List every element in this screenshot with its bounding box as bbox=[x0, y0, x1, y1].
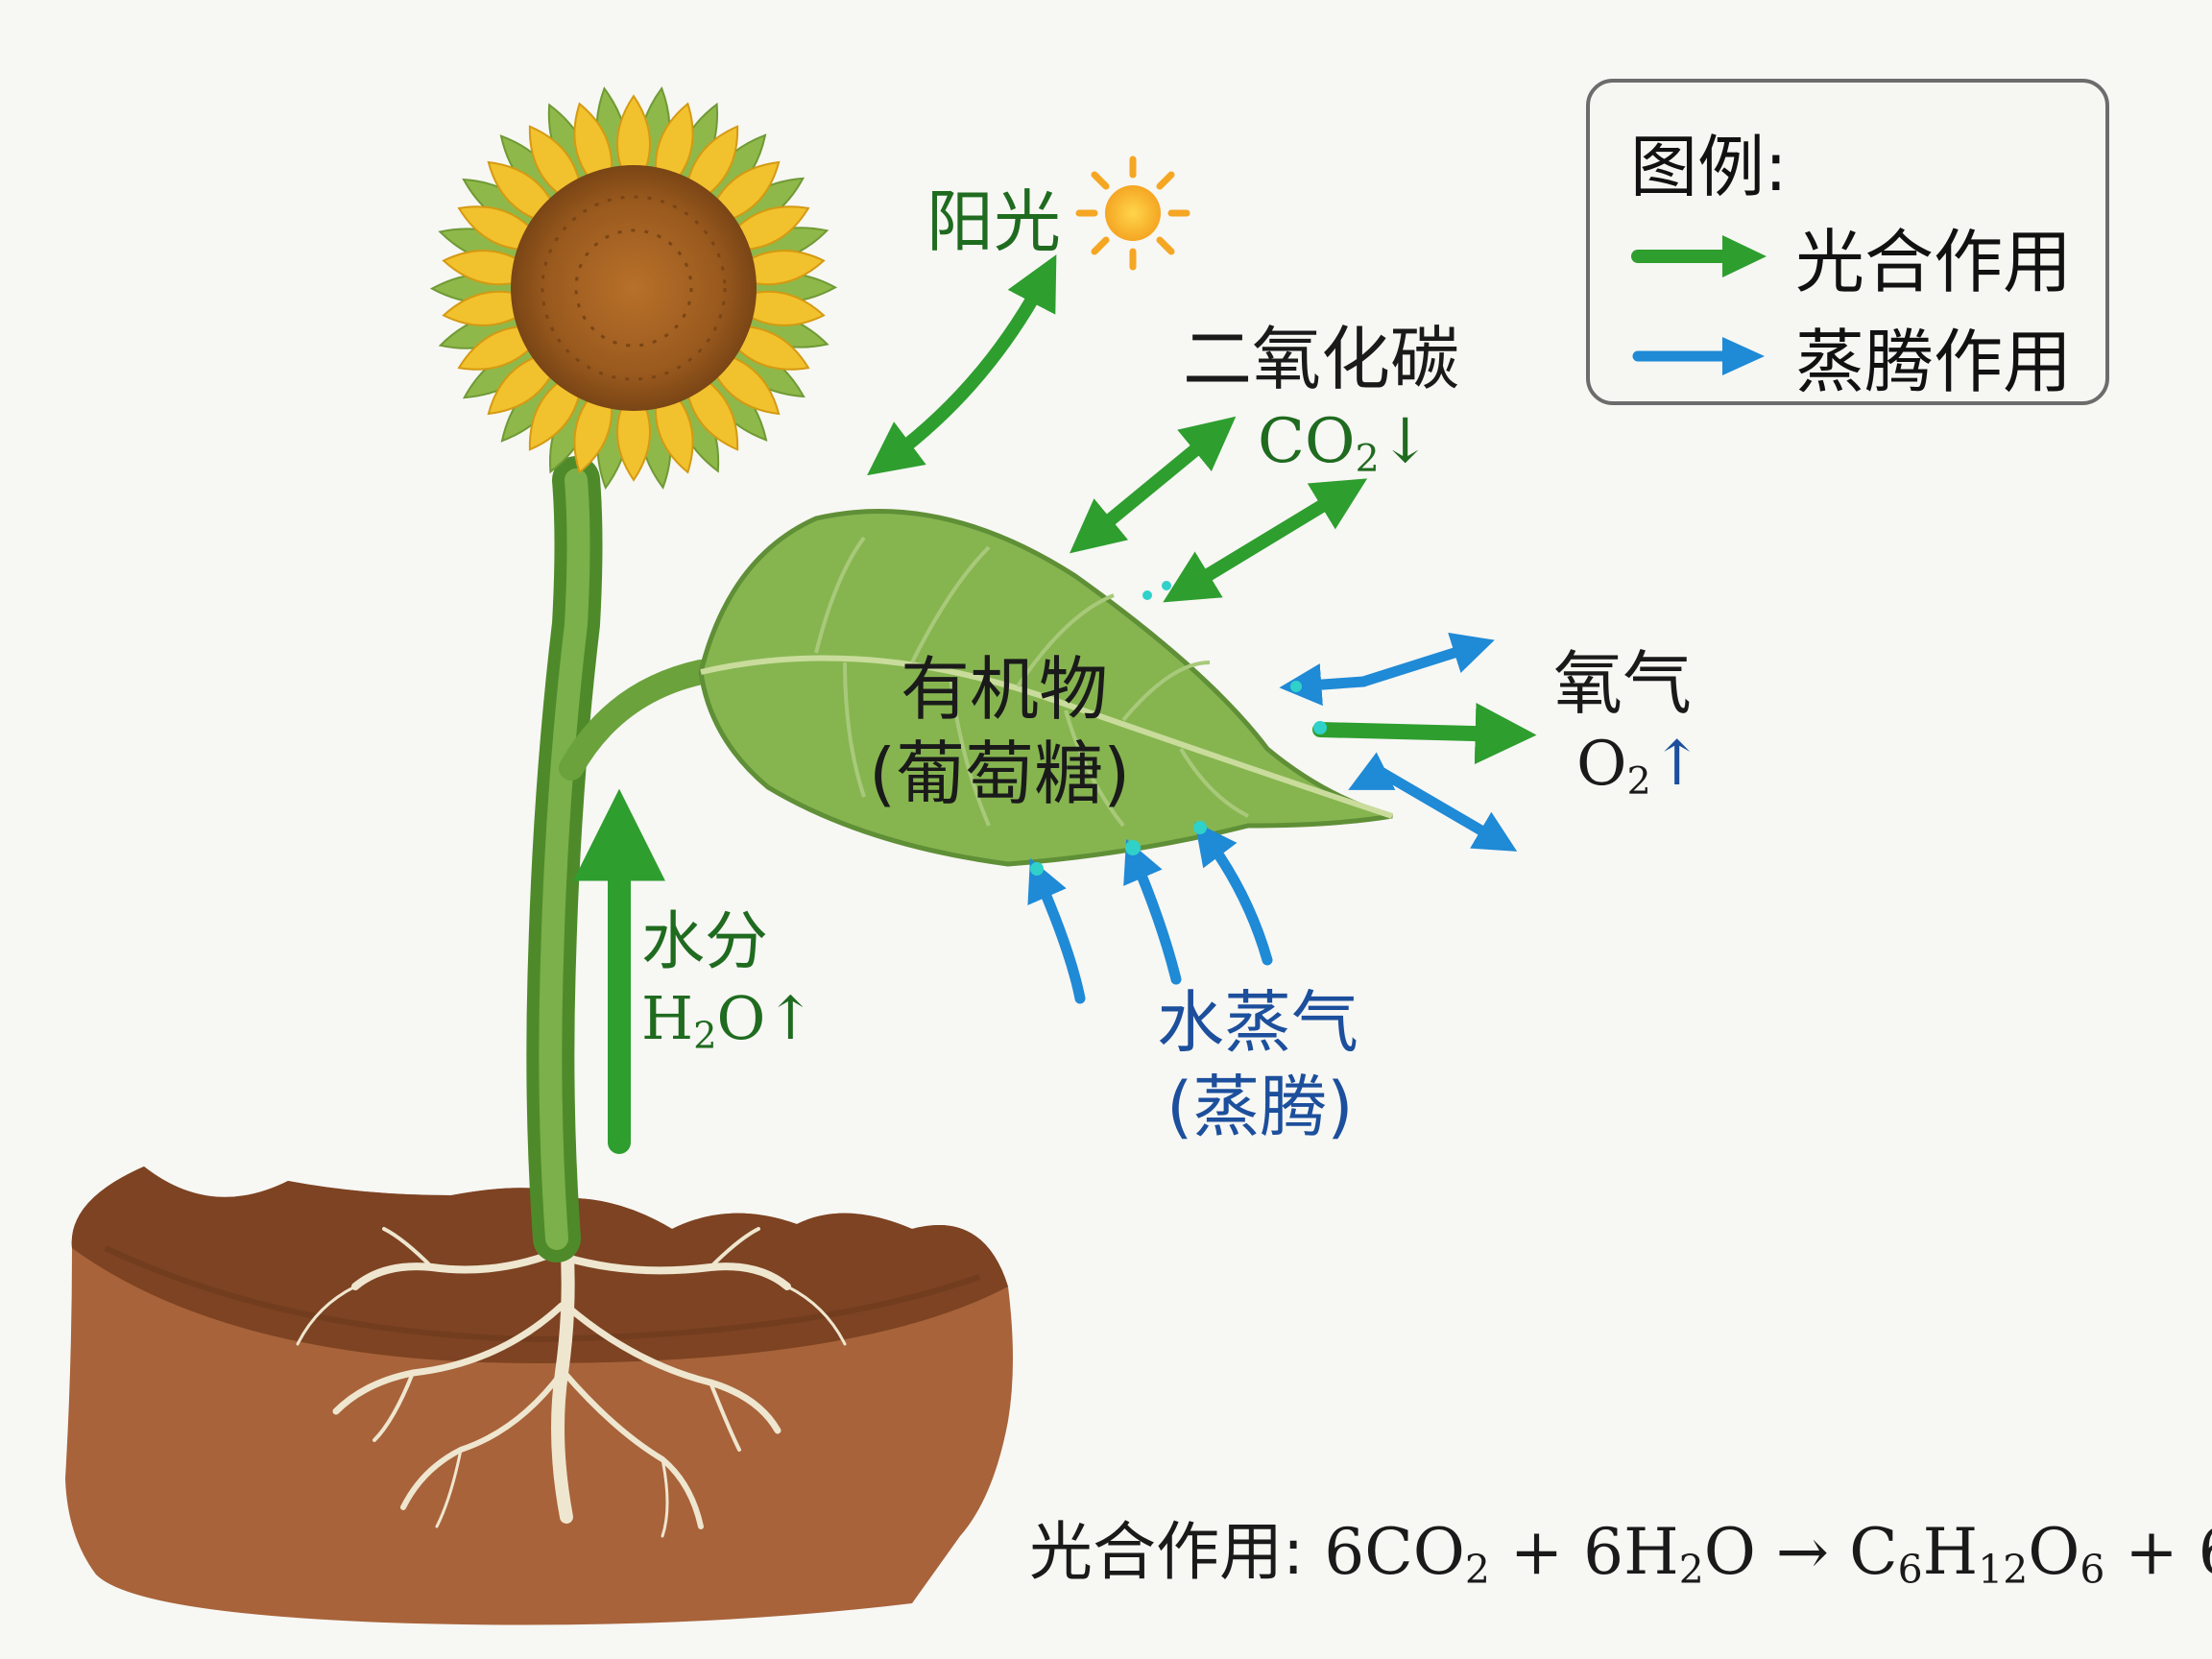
legend-label-transpiration: 蒸腾作用 bbox=[1795, 322, 2073, 402]
legend-item-photosynthesis: 光合作用 bbox=[1630, 205, 2072, 306]
blue-arrow-icon bbox=[1632, 336, 1765, 375]
roots bbox=[296, 1227, 847, 1538]
h2o-formula-label: H2O↑ bbox=[641, 983, 816, 1058]
o2-formula-label: O2↑ bbox=[1576, 729, 1703, 804]
oxygen-arrow bbox=[1312, 703, 1537, 765]
leaf bbox=[698, 509, 1393, 867]
legend-item-transpiration: 蒸腾作用 bbox=[1630, 305, 2072, 406]
co2-name-label: 二氧化碳 bbox=[1183, 319, 1460, 399]
legend-label-photosynthesis: 光合作用 bbox=[1795, 222, 2073, 302]
vapor-arrow-3 bbox=[1377, 767, 1518, 852]
co2-formula-label: CO2↓ bbox=[1258, 406, 1431, 481]
equation-formula: 6CO2 + 6H2O → C6H12O6 + 6O2 bbox=[1324, 1515, 2212, 1594]
glucose-label: (葡萄糖) bbox=[869, 733, 1131, 814]
water-label: 水分 bbox=[641, 904, 768, 978]
co2-arrow-2 bbox=[1163, 478, 1368, 603]
legend-title: 图例: bbox=[1630, 128, 1788, 206]
oxygen-name-label: 氧气 bbox=[1553, 643, 1693, 724]
sunlight-label: 阳光 bbox=[926, 182, 1061, 261]
vapor-arrow-4 bbox=[1348, 752, 1396, 790]
sun-icon bbox=[1075, 156, 1190, 271]
equation-prefix: 光合作用: bbox=[1029, 1515, 1305, 1589]
co2-arrow-1 bbox=[1070, 416, 1237, 554]
stomata bbox=[1030, 581, 1327, 876]
sunlight-arrow bbox=[867, 254, 1057, 476]
water-vapor-label: 水蒸气 bbox=[1157, 983, 1358, 1062]
organic-matter-label: 有机物 bbox=[901, 649, 1109, 730]
photosynthesis-equation: 光合作用: 6CO2 + 6H2O → C6H12O6 + 6O2 bbox=[1029, 1521, 2212, 1590]
vapor-arrow-2 bbox=[1279, 663, 1369, 707]
legend: 图例: 光合作用 蒸腾作用 bbox=[1586, 79, 2109, 405]
photosynthesis-arrows bbox=[573, 254, 1537, 1154]
vapor-arrow-7 bbox=[1194, 821, 1273, 966]
stem bbox=[526, 456, 713, 1262]
transpiration-note-label: (蒸腾) bbox=[1166, 1068, 1354, 1146]
vapor-arrow-5 bbox=[1027, 857, 1086, 1004]
green-arrow-icon bbox=[1631, 234, 1767, 277]
transpiration-arrows bbox=[1027, 632, 1518, 1004]
vapor-arrow-6 bbox=[1123, 838, 1182, 985]
vapor-arrow-1 bbox=[1358, 632, 1495, 687]
sunflower bbox=[429, 85, 838, 491]
